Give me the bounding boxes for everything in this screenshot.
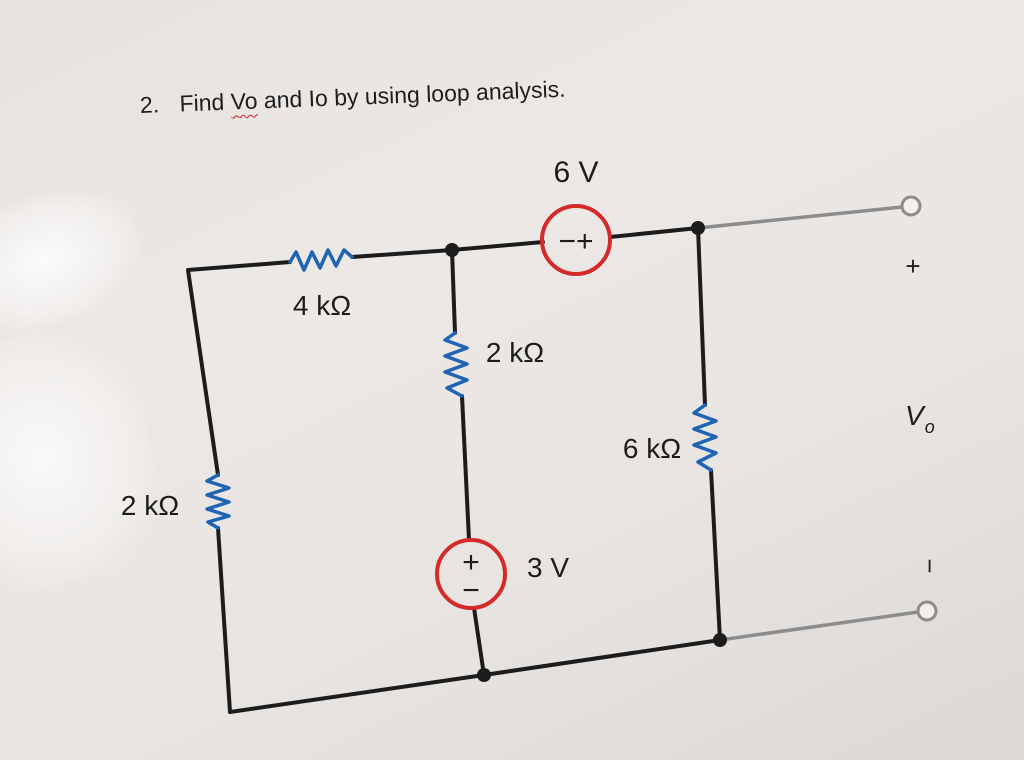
label-6k: 6 kΩ <box>623 433 681 464</box>
wire-left-bottom <box>216 526 232 714</box>
label-2k-middle: 2 kΩ <box>486 337 544 368</box>
node-top-right <box>691 221 705 235</box>
wire-bottom <box>228 638 722 714</box>
wire-top-right-a <box>450 240 545 252</box>
label-3v: 3 V <box>527 552 569 583</box>
wire-mid-bottom <box>472 606 486 677</box>
output-plus-sign: + <box>905 251 920 281</box>
output-minus-sign: − <box>915 558 945 573</box>
vo-subscript: o <box>925 417 935 437</box>
resistor-2k-middle <box>443 331 469 398</box>
voltage-source-6v: −+ <box>540 204 612 276</box>
output-lead-bottom <box>718 610 920 642</box>
wire-top-mid <box>350 248 454 259</box>
label-2k-left: 2 kΩ <box>121 490 179 521</box>
output-terminal-negative <box>916 600 938 622</box>
node-top-middle <box>445 243 459 257</box>
wire-right-top <box>696 226 707 407</box>
wire-mid-center <box>460 394 471 542</box>
resistor-6k-right <box>692 403 718 472</box>
wire-top-right-b <box>608 226 700 239</box>
output-voltage-symbol: Vo <box>905 400 935 437</box>
wire-mid-top <box>450 248 457 335</box>
resistor-4k-top <box>288 248 354 272</box>
output-terminal-positive <box>900 195 922 217</box>
source-6v-polarity: −+ <box>558 225 593 258</box>
label-6v: 6 V <box>553 156 598 189</box>
wire-right-bottom <box>709 468 722 642</box>
wire-left-top <box>186 260 292 477</box>
output-lead-top <box>696 205 904 230</box>
source-3v-minus: − <box>462 574 480 607</box>
label-4k: 4 kΩ <box>293 290 351 321</box>
vo-v: V <box>905 400 926 431</box>
source-3v-plus: + <box>462 546 480 579</box>
resistor-2k-left <box>205 473 231 530</box>
voltage-source-3v: + − <box>435 538 507 610</box>
node-bottom-middle <box>477 668 491 682</box>
node-bottom-right <box>713 633 727 647</box>
